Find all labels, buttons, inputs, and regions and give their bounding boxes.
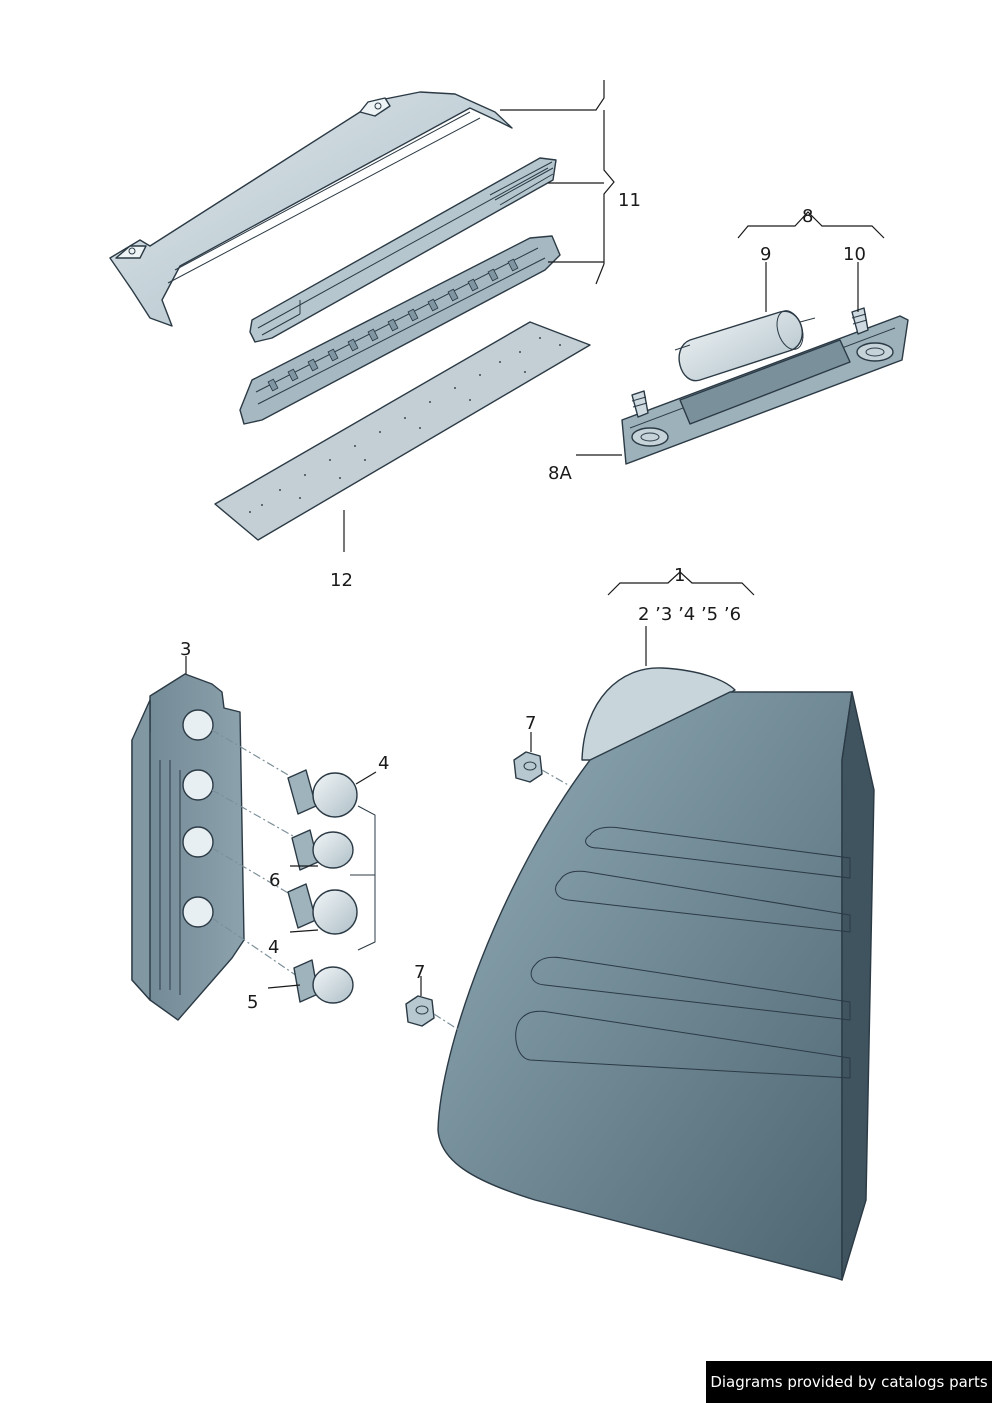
- license-plate-light: [621, 315, 909, 465]
- callout-3: 3: [180, 639, 191, 660]
- nut-7-top: [513, 751, 571, 787]
- bulb-4-bottom: [287, 883, 358, 935]
- brake-light-strip: [249, 157, 557, 343]
- callout-7-bottom: 7: [414, 962, 425, 983]
- brake-light-cover: [109, 91, 513, 327]
- bulb-6: [291, 829, 354, 871]
- nut-7-bottom: [405, 995, 463, 1033]
- callout-9: 9: [760, 244, 771, 265]
- tail-lamp-1: [437, 667, 875, 1281]
- screw-10: [851, 307, 869, 335]
- callout-1: 1: [674, 565, 685, 586]
- callout-4-top: 4: [378, 753, 389, 774]
- callout-5: 5: [247, 992, 258, 1013]
- callout-8: 8: [802, 206, 813, 227]
- leader-lines: [185, 80, 885, 996]
- brake-light-housing: [239, 235, 561, 425]
- bulb-5: [293, 959, 354, 1004]
- bulb-4-top: [287, 769, 358, 818]
- callout-10: 10: [843, 244, 866, 265]
- callout-11: 11: [618, 190, 641, 211]
- callout-labels: 11 12 8 9 10 8A 1 2 ’3 ’4 ’5 ’6 3 4 6 4 …: [180, 190, 866, 1013]
- adhesive-seal-12: [214, 321, 591, 541]
- callout-6: 6: [269, 870, 280, 891]
- screw-8a: [631, 390, 649, 418]
- credit-banner: Diagrams provided by catalogs parts: [706, 1361, 992, 1403]
- callout-7-top: 7: [525, 713, 536, 734]
- bulb-holder-3: [131, 673, 245, 1021]
- callout-12: 12: [330, 570, 353, 591]
- callout-8a: 8A: [548, 463, 572, 484]
- callout-4-bottom: 4: [268, 937, 279, 958]
- bulb-alignment-lines: [211, 729, 376, 979]
- festoon-bulb-9: [674, 310, 816, 382]
- callout-2-6: 2 ’3 ’4 ’5 ’6: [638, 604, 741, 625]
